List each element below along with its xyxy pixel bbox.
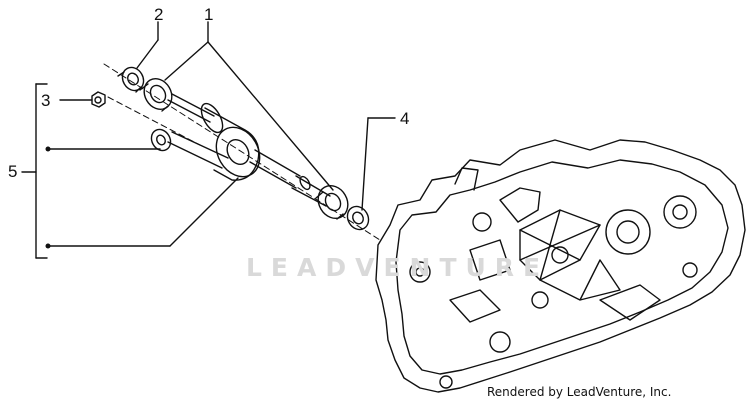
main-bearing-left — [139, 77, 173, 112]
nut — [91, 91, 106, 108]
crankshaft-axis — [103, 63, 381, 241]
callout-3: 3 — [41, 91, 51, 110]
callout-4: 4 — [400, 109, 410, 128]
callout-leaders — [21, 21, 396, 259]
oil-seal-right — [346, 205, 370, 231]
render-credit: Rendered by LeadVenture, Inc. — [487, 385, 672, 399]
callout-1: 1 — [204, 5, 214, 24]
crankshaft — [150, 93, 331, 207]
callout-2: 2 — [154, 5, 164, 24]
oil-seal — [117, 66, 145, 93]
watermark: LEADVENTURE — [246, 253, 550, 282]
main-bearing-right — [315, 184, 349, 220]
crankcase — [375, 139, 746, 393]
callout-5: 5 — [8, 162, 18, 181]
reference-dots — [45, 146, 51, 249]
